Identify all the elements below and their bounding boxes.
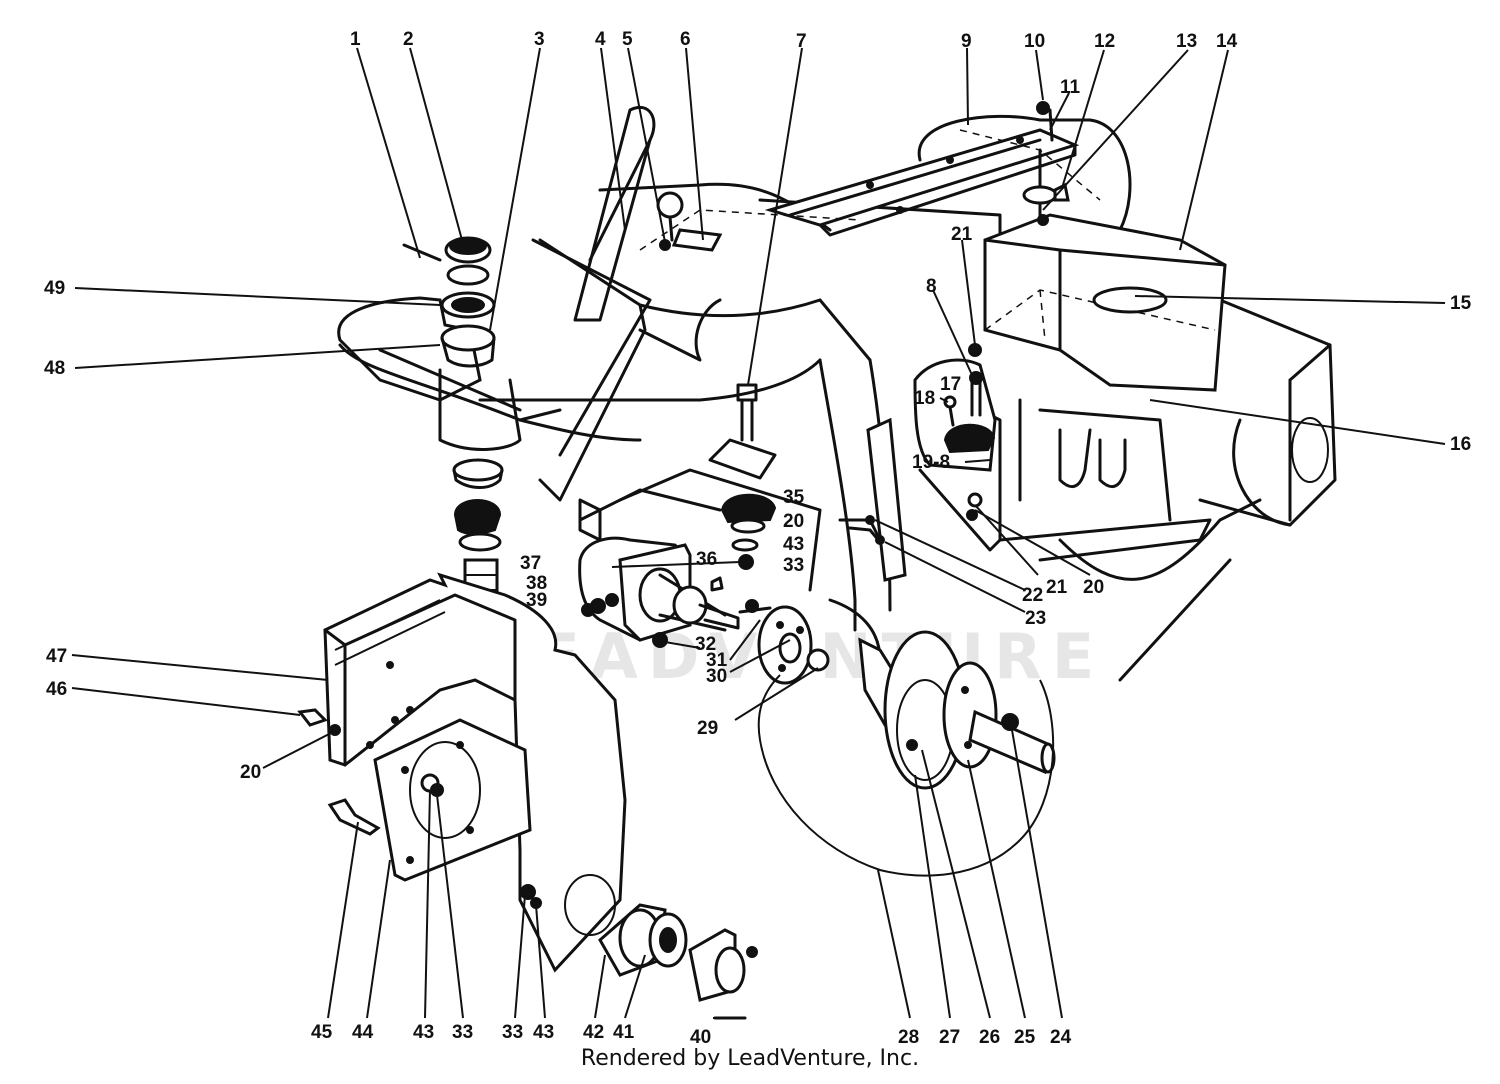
callout: 8 xyxy=(926,276,937,297)
callout: 32 xyxy=(695,634,716,655)
callout: 33 xyxy=(502,1022,523,1043)
callout: 48 xyxy=(44,358,65,379)
callout-numbers: 1 2 3 4 5 6 7 9 10 11 12 13 14 49 48 21 … xyxy=(44,29,1472,1048)
callout: 1 xyxy=(350,29,361,50)
callout: 12 xyxy=(1094,31,1115,52)
callout: 43 xyxy=(413,1022,434,1043)
callout: 42 xyxy=(583,1022,604,1043)
flange xyxy=(738,599,830,685)
credit-line: Rendered by LeadVenture, Inc. xyxy=(580,1046,920,1071)
callout: 4 xyxy=(595,29,606,50)
left-side-plate xyxy=(297,572,627,973)
callout: 20 xyxy=(240,762,261,783)
wheel-hub xyxy=(858,630,1056,790)
callout: 35 xyxy=(783,487,805,508)
callout: 15 xyxy=(1450,293,1472,314)
callout: 14 xyxy=(1216,31,1238,52)
callout: 9 xyxy=(961,31,972,52)
callout: 36 xyxy=(696,549,717,570)
drive-housing xyxy=(578,536,740,648)
callout: 45 xyxy=(311,1022,333,1043)
rear-frame xyxy=(917,114,1337,682)
callout: 16 xyxy=(1450,434,1471,455)
callout: 49 xyxy=(44,278,65,299)
callout: 19-8 xyxy=(912,452,950,473)
callout: 33 xyxy=(783,555,804,576)
belt-cover xyxy=(983,148,1227,392)
callout: 26 xyxy=(979,1027,1000,1048)
callout: 5 xyxy=(622,29,633,50)
callout: 38 xyxy=(526,573,547,594)
bolt-7 xyxy=(708,383,777,480)
callout: 7 xyxy=(796,31,807,52)
callout: 20 xyxy=(783,511,804,532)
callout: 31 xyxy=(706,650,728,671)
shift-lever xyxy=(656,191,723,252)
callout: 39 xyxy=(526,590,547,611)
leader-lines xyxy=(71,47,1446,1019)
callout: 6 xyxy=(680,29,691,50)
auger-housing xyxy=(337,105,1002,632)
callout: 21 xyxy=(951,224,973,245)
callout: 13 xyxy=(1176,31,1197,52)
wheel-outline xyxy=(757,674,1055,877)
callout: 2 xyxy=(403,29,414,50)
callout: 3 xyxy=(534,29,545,50)
lower-bearing xyxy=(520,874,758,1020)
callout: 46 xyxy=(46,679,67,700)
callout: 21 xyxy=(1046,577,1068,598)
callout: 23 xyxy=(1025,608,1046,629)
callout: 40 xyxy=(690,1027,711,1048)
callout: 20 xyxy=(1083,577,1104,598)
callout: 10 xyxy=(1024,31,1045,52)
top-rail xyxy=(764,128,1080,237)
callout: 43 xyxy=(533,1022,554,1043)
callout: 43 xyxy=(783,534,804,555)
callout: 27 xyxy=(939,1027,960,1048)
isolators xyxy=(720,343,996,570)
callout: 30 xyxy=(706,666,727,687)
callout: 24 xyxy=(1050,1027,1072,1048)
callout: 25 xyxy=(1014,1027,1036,1048)
callout: 29 xyxy=(697,718,718,739)
callout: 17 xyxy=(940,374,961,395)
callout: 47 xyxy=(46,646,67,667)
callout: 18 xyxy=(914,388,935,409)
callout: 44 xyxy=(352,1022,374,1043)
callout: 28 xyxy=(898,1027,919,1048)
callout: 41 xyxy=(613,1022,635,1043)
callout: 33 xyxy=(452,1022,473,1043)
callout: 22 xyxy=(1022,585,1043,606)
callout: 11 xyxy=(1060,77,1081,98)
callout: 37 xyxy=(520,553,541,574)
